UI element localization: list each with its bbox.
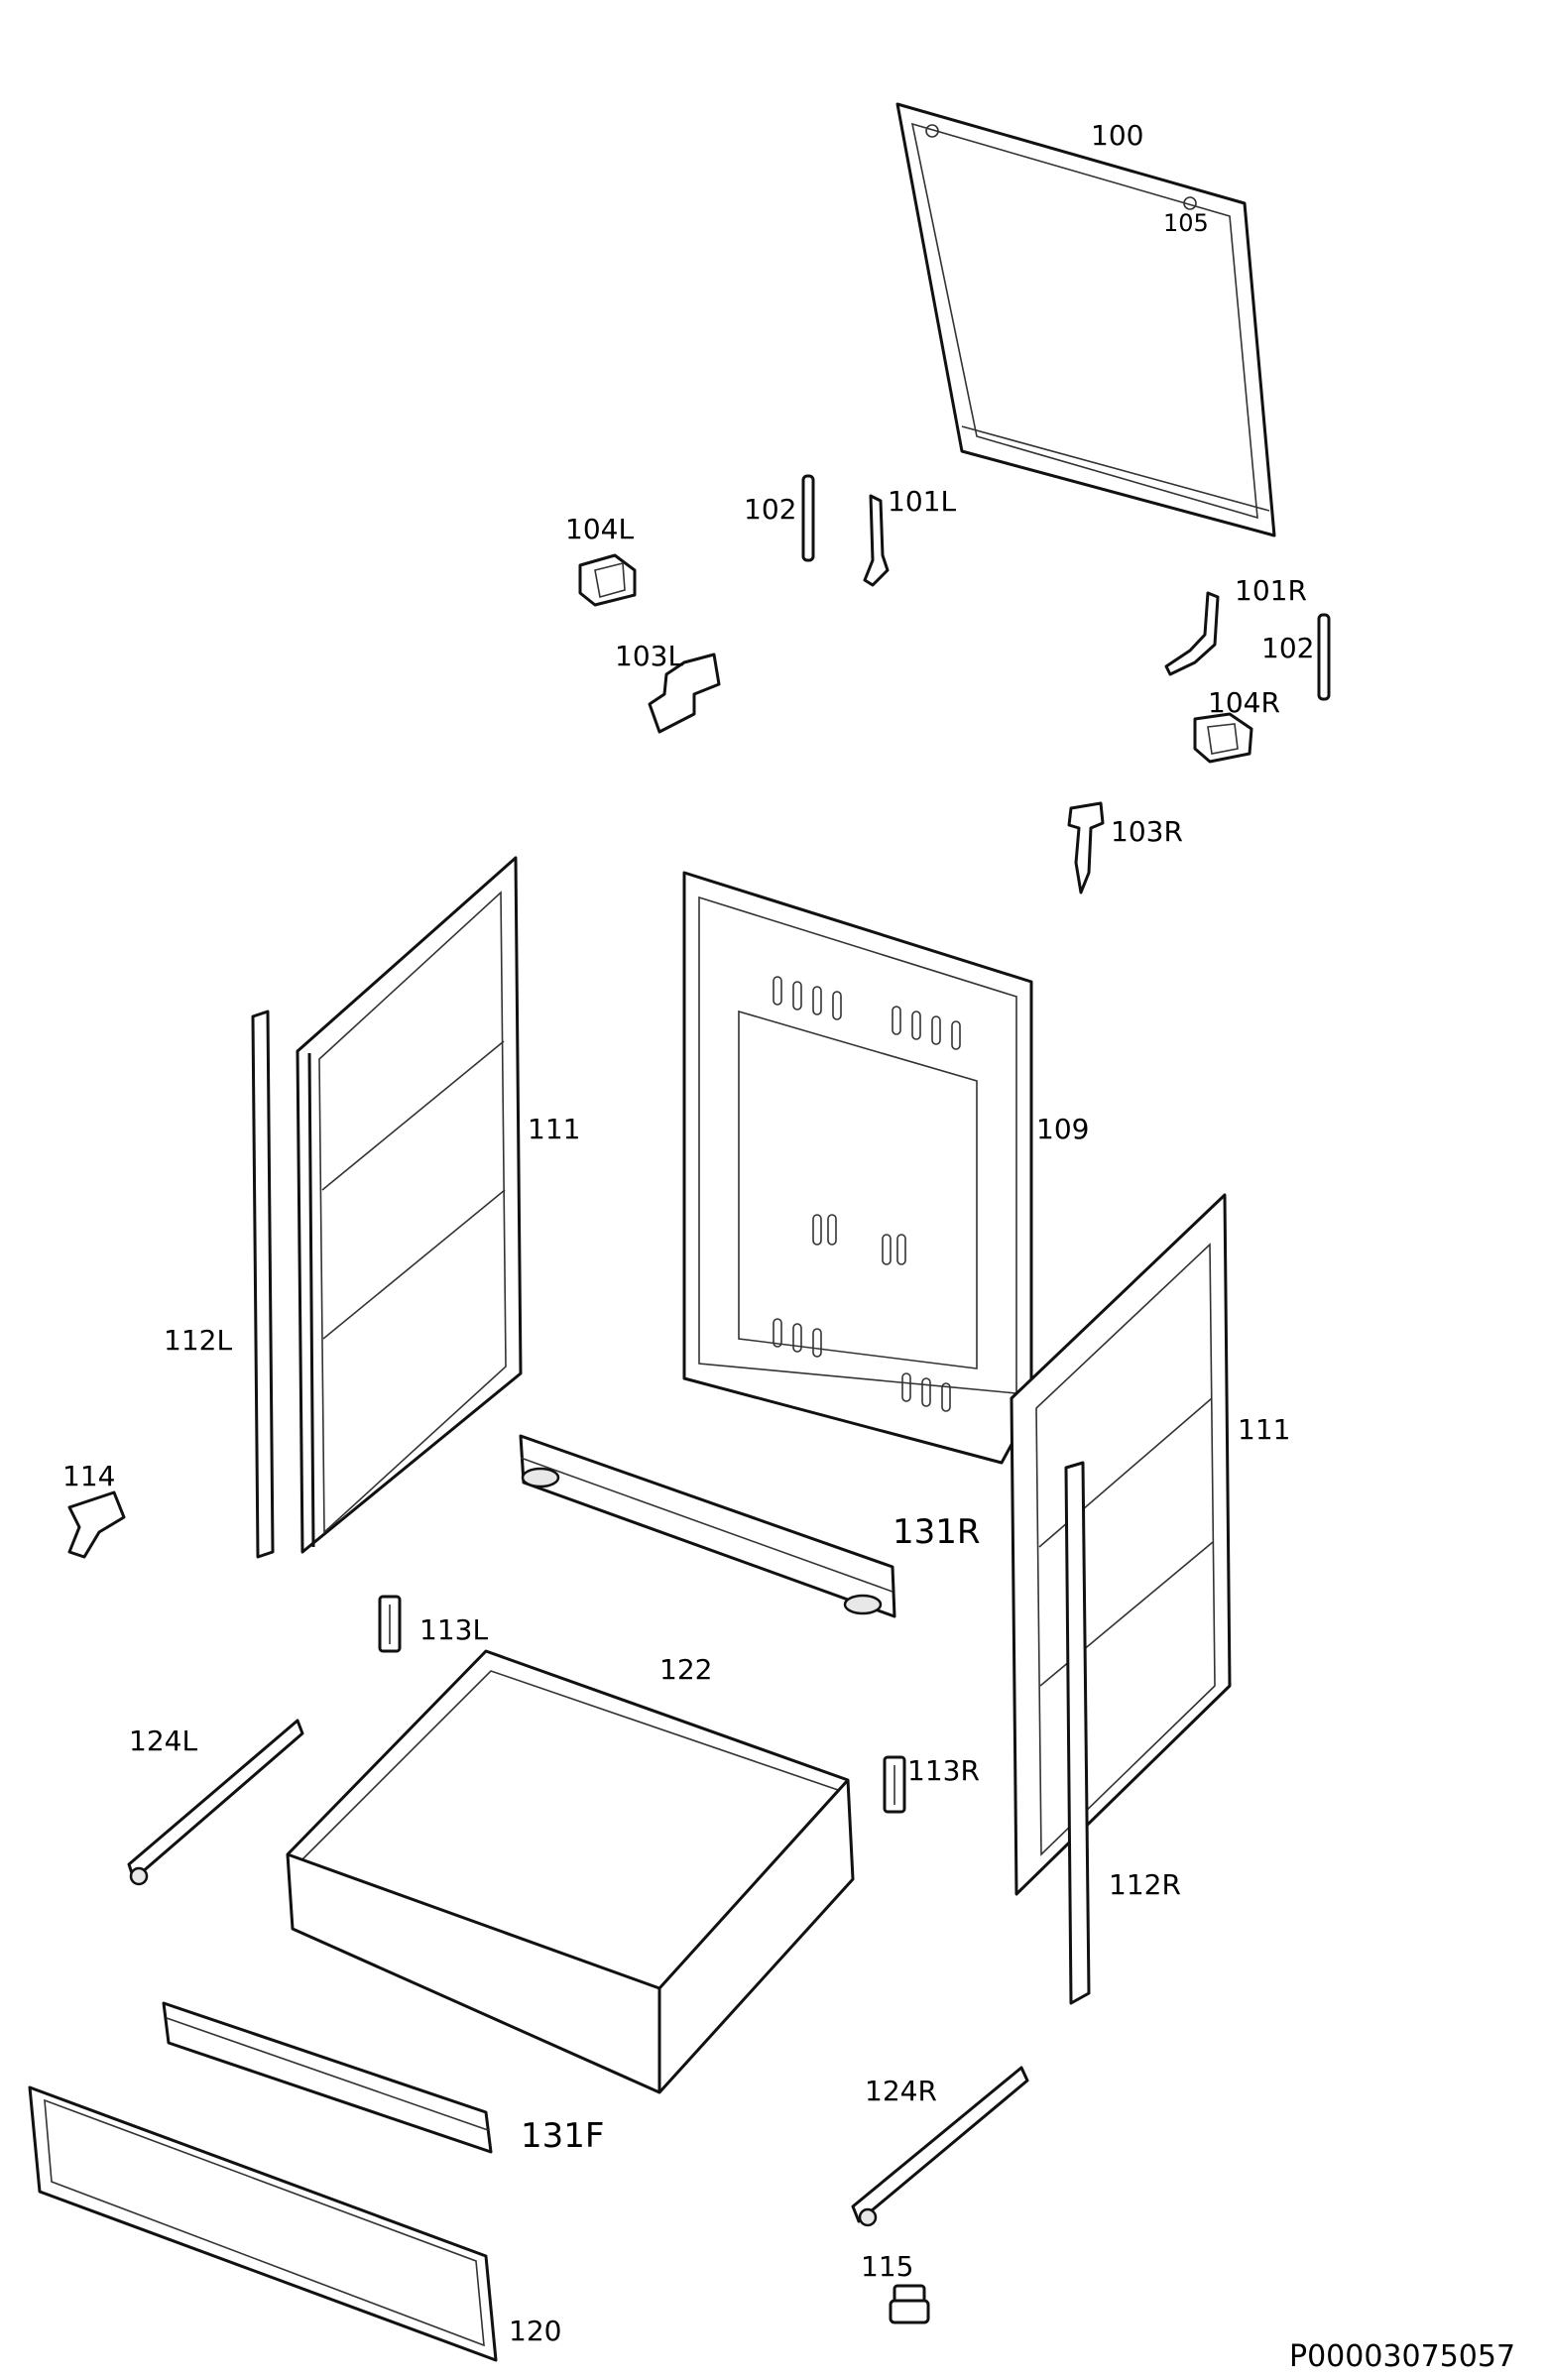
label-112R: 112R — [1109, 1868, 1181, 1901]
part-124L-slide-rail — [127, 1719, 304, 1886]
part-113L-clip — [378, 1595, 402, 1653]
label-102-right: 102 — [1261, 632, 1315, 664]
part-104L-block — [578, 553, 637, 607]
part-104R-block — [1193, 712, 1253, 764]
label-111-right: 111 — [1238, 1413, 1291, 1446]
label-113R: 113R — [907, 1754, 980, 1787]
part-111-side-frame-left — [296, 856, 523, 1554]
label-104R: 104R — [1208, 686, 1280, 719]
label-124R: 124R — [865, 2075, 937, 2107]
label-109: 109 — [1036, 1113, 1090, 1145]
part-124R-slide-rail — [851, 2066, 1029, 2227]
part-114-clip — [67, 1490, 126, 1559]
part-113R-clip — [883, 1755, 906, 1814]
label-101L: 101L — [888, 485, 957, 518]
part-111-side-frame-right — [1010, 1193, 1232, 1896]
label-105: 105 — [1163, 209, 1209, 237]
label-122: 122 — [659, 1653, 713, 1686]
part-131F-front-crossbar — [162, 2001, 493, 2154]
label-113L: 113L — [419, 1613, 489, 1646]
label-114: 114 — [62, 1460, 116, 1492]
part-102-pin-left — [801, 474, 815, 562]
part-100-top-panel — [895, 102, 1276, 537]
label-112L: 112L — [164, 1324, 233, 1357]
part-122-drawer-tray — [286, 1649, 855, 2094]
part-115-foot — [889, 2284, 930, 2324]
part-101L-hinge — [863, 494, 890, 587]
part-103R-bracket — [1067, 801, 1105, 894]
part-101R-hinge — [1164, 591, 1220, 676]
part-131R-rear-crossbar — [519, 1434, 896, 1618]
part-103L-bracket — [648, 653, 721, 734]
label-100: 100 — [1091, 119, 1144, 152]
part-112L-rail — [251, 1010, 275, 1559]
label-115: 115 — [861, 2250, 914, 2283]
part-112R-rail — [1064, 1461, 1091, 2005]
label-102-left: 102 — [744, 493, 797, 526]
label-101R: 101R — [1235, 574, 1307, 607]
label-104L: 104L — [565, 513, 635, 545]
part-102-pin-right — [1317, 613, 1331, 701]
document-code: P00003075057 — [1289, 2339, 1516, 2374]
label-131F: 131F — [521, 2116, 605, 2156]
label-131R: 131R — [893, 1512, 981, 1552]
label-103R: 103R — [1111, 815, 1183, 848]
label-124L: 124L — [129, 1725, 198, 1757]
label-120: 120 — [509, 2315, 562, 2347]
part-120-front-panel — [28, 2085, 498, 2362]
label-103L: 103L — [615, 640, 684, 672]
label-111-left: 111 — [528, 1113, 581, 1145]
part-109-back-panel — [682, 871, 1033, 1465]
